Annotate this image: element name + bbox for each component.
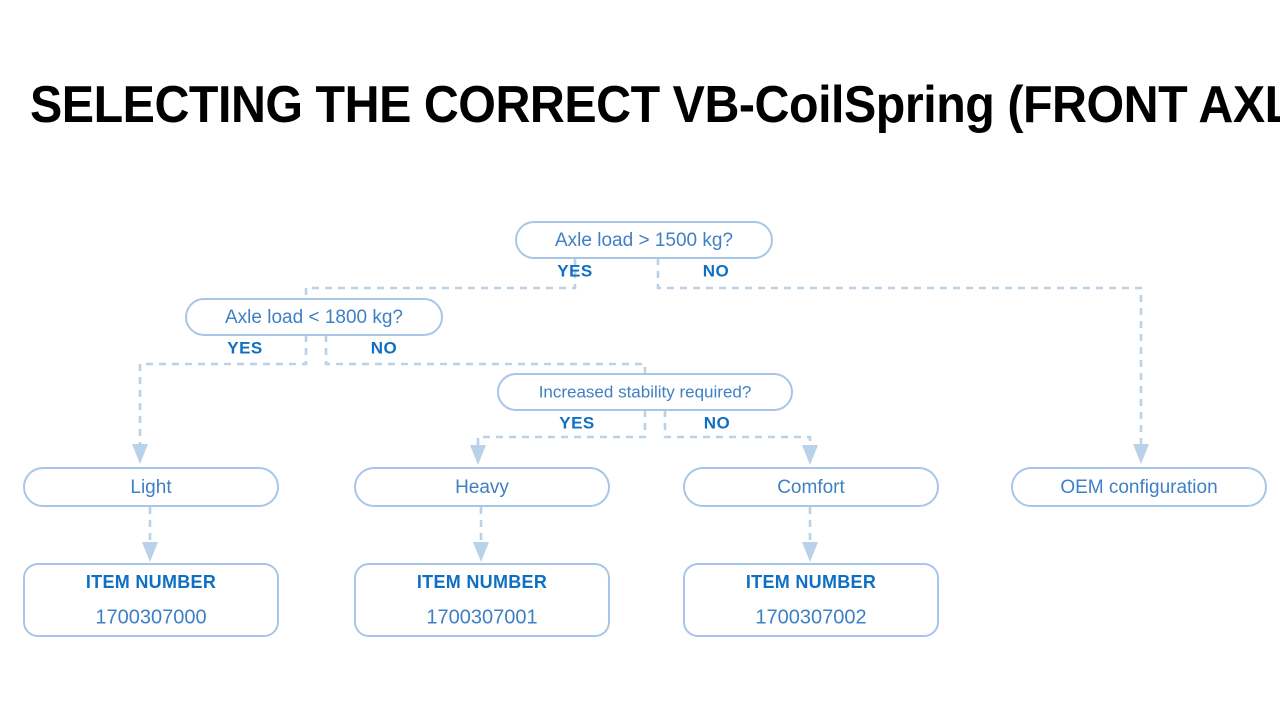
item-number-box-heavy[interactable]: ITEM NUMBER 1700307001 bbox=[354, 563, 610, 637]
result-node-heavy-label: Heavy bbox=[455, 477, 509, 498]
branch-label-q1-no: NO bbox=[703, 261, 730, 280]
decision-node-axle-load-1800-label: Axle load < 1800 kg? bbox=[225, 307, 403, 328]
edge-q1-yes bbox=[304, 258, 577, 300]
edge-comfort-item3 bbox=[802, 507, 818, 562]
item-number-box-comfort-value: 1700307002 bbox=[755, 606, 866, 628]
item-number-box-light[interactable]: ITEM NUMBER 1700307000 bbox=[23, 563, 279, 637]
branch-label-q2-no: NO bbox=[371, 338, 398, 357]
decision-node-axle-load-1500[interactable]: Axle load > 1500 kg? bbox=[515, 221, 773, 259]
branch-label-q2-yes: YES bbox=[227, 338, 263, 357]
item-number-box-heavy-value: 1700307001 bbox=[426, 606, 537, 628]
result-node-oem-configuration-label: OEM configuration bbox=[1060, 477, 1217, 498]
result-node-light-label: Light bbox=[130, 477, 172, 498]
edge-q2-yes bbox=[132, 335, 308, 464]
item-number-box-comfort[interactable]: ITEM NUMBER 1700307002 bbox=[683, 563, 939, 637]
edge-light-item1 bbox=[142, 507, 158, 562]
item-number-box-light-value: 1700307000 bbox=[95, 606, 206, 628]
decision-node-increased-stability-label: Increased stability required? bbox=[539, 382, 752, 401]
result-node-light[interactable]: Light bbox=[23, 467, 279, 507]
item-number-box-comfort-caption: ITEM NUMBER bbox=[746, 572, 876, 592]
result-node-comfort[interactable]: Comfort bbox=[683, 467, 939, 507]
edge-q2-no bbox=[324, 335, 647, 375]
item-number-box-light-caption: ITEM NUMBER bbox=[86, 572, 216, 592]
decision-node-axle-load-1500-label: Axle load > 1500 kg? bbox=[555, 230, 733, 251]
decision-node-increased-stability[interactable]: Increased stability required? bbox=[497, 373, 793, 411]
branch-label-q3-yes: YES bbox=[559, 413, 595, 432]
result-node-heavy[interactable]: Heavy bbox=[354, 467, 610, 507]
edge-q3-no bbox=[663, 410, 818, 465]
page-title: SELECTING THE CORRECT VB-CoilSpring (FRO… bbox=[30, 76, 1280, 134]
edge-q1-no bbox=[656, 258, 1149, 464]
branch-label-q3-no: NO bbox=[704, 413, 731, 432]
result-node-oem-configuration[interactable]: OEM configuration bbox=[1011, 467, 1267, 507]
edge-heavy-item2 bbox=[473, 507, 489, 562]
item-number-box-heavy-caption: ITEM NUMBER bbox=[417, 572, 547, 592]
branch-label-q1-yes: YES bbox=[557, 261, 593, 280]
result-node-comfort-label: Comfort bbox=[777, 477, 845, 498]
decision-node-axle-load-1800[interactable]: Axle load < 1800 kg? bbox=[185, 298, 443, 336]
edge-q3-yes bbox=[470, 410, 647, 465]
